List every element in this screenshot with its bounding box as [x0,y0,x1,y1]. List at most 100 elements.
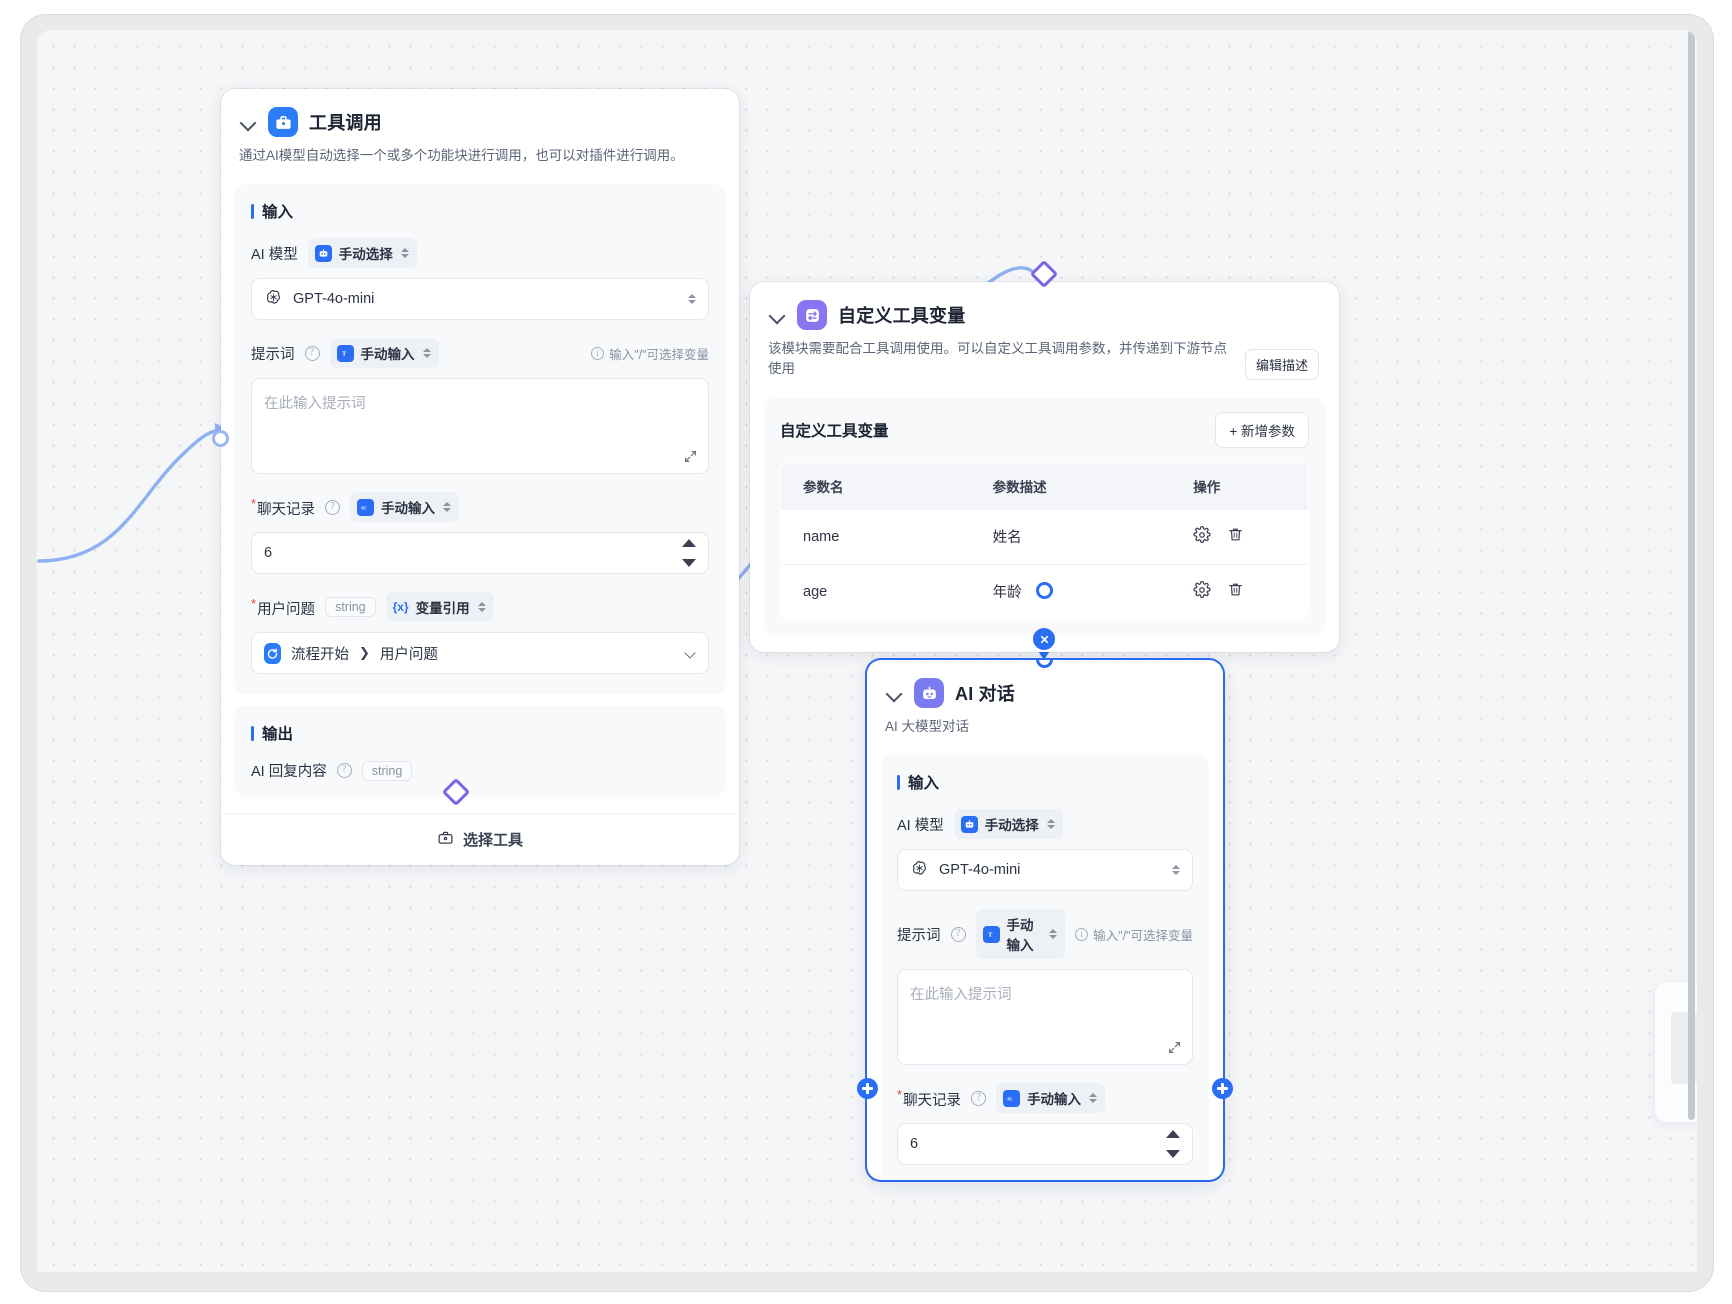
history-mode-select[interactable]: n: 手动输入 [350,492,460,523]
prompt-label: 提示词 [897,927,941,944]
node-tool-call[interactable]: 工具调用 通过AI模型自动选择一个或多个功能块进行调用，也可以对插件进行调用。 … [212,89,739,866]
model-label: AI 模型 [251,246,298,263]
output-help-icon[interactable]: ? [336,763,352,779]
node-title: AI 对话 [955,684,1016,704]
prompt-help-icon[interactable]: ? [950,926,966,942]
history-number-input[interactable]: 6 [897,1123,1193,1166]
col-actions: 操作 [1171,462,1308,509]
info-icon: i [591,346,605,360]
prompt-hint-text: 输入"/"可选择变量 [609,347,709,362]
input-section: 输入 AI 模型 手动选择 [235,184,725,695]
node-left-add-port-ai-chat[interactable] [857,1078,878,1099]
text-badge-icon: T [982,925,1000,943]
required-star: * [251,495,257,511]
chevron-updown-icon [400,246,409,260]
prompt-mode-label: 手动输入 [1006,918,1034,954]
history-help-icon[interactable]: ? [971,1090,987,1106]
history-value: 6 [910,1136,919,1153]
model-value-input[interactable]: GPT-4o-mini [251,278,709,321]
node-description: 该模块需要配合工具调用使用。可以自定义工具调用参数，并传递到下游节点使用 [768,341,1227,377]
flow-start-icon [264,642,281,664]
prompt-mode-select[interactable]: T 手动输入 [329,338,439,369]
history-label: *聊天记录 [251,495,316,518]
model-mode-select[interactable]: 手动选择 [307,238,417,269]
model-dropdown-icon[interactable] [687,292,696,306]
canvas-viewport[interactable]: 工具调用 通过AI模型自动选择一个或多个功能块进行调用，也可以对插件进行调用。 … [37,30,1697,1272]
node-input-port-tool-call[interactable] [212,430,229,447]
collapse-chevron-icon[interactable] [768,306,786,324]
prompt-textarea[interactable]: 在此输入提示词 [897,969,1193,1066]
toolbox-icon [268,107,298,137]
number-stepper[interactable] [1166,1130,1180,1159]
history-help-icon[interactable]: ? [325,499,341,515]
chevron-updown-icon [442,500,452,514]
question-label: *用户问题 [251,595,316,618]
model-mode-select[interactable]: 手动选择 [953,809,1063,840]
collapse-chevron-icon[interactable] [885,684,903,702]
node-ai-chat[interactable]: AI 对话 AI 大模型对话 输入 AI 模型 [867,660,1223,1180]
model-dropdown-icon[interactable] [1171,863,1180,877]
history-mode-select[interactable]: n: 手动输入 [996,1083,1106,1114]
col-param-name: 参数名 [781,462,971,509]
select-tool-button[interactable]: 选择工具 [221,813,739,865]
chevron-down-icon[interactable] [685,648,696,659]
cell-param-name: age [781,563,971,619]
chevron-updown-icon [477,600,486,614]
collapse-chevron-icon[interactable] [239,113,257,131]
prompt-placeholder: 在此输入提示词 [264,396,366,413]
chevron-updown-icon [1048,927,1058,941]
model-value-input[interactable]: GPT-4o-mini [897,849,1193,892]
chevron-updown-icon [1088,1091,1098,1105]
delete-edge-button[interactable] [1033,628,1055,650]
input-section-title: 输入 [897,771,1193,793]
svg-text:n:: n: [1007,1096,1012,1102]
svg-text:T: T [988,931,993,938]
history-value: 6 [264,545,273,562]
table-row: age 年龄 [781,563,1308,619]
question-variable-ref[interactable]: 流程开始 ❯ 用户问题 [251,632,709,675]
question-ref-field: 用户问题 [379,646,438,663]
model-field-row: AI 模型 手动选择 [251,238,709,269]
edit-description-button[interactable]: 编辑描述 [1244,348,1319,380]
prompt-textarea[interactable]: 在此输入提示词 [251,378,709,475]
text-badge-icon: T [336,344,354,362]
table-row: name 姓名 [781,508,1308,564]
output-field-row: AI 回复内容 ? string [251,760,709,781]
trash-icon[interactable] [1227,581,1244,602]
prompt-help-icon[interactable]: ? [304,345,320,361]
expand-icon[interactable] [1168,1041,1181,1054]
svg-text:T: T [342,350,347,357]
col-param-desc: 参数描述 [970,462,1172,509]
openai-icon [264,288,283,311]
prompt-mode-select[interactable]: T 手动输入 [975,909,1066,960]
required-star: * [897,1086,903,1102]
model-value-text: GPT-4o-mini [293,291,375,308]
node-header: 自定义工具变量 该模块需要配合工具调用使用。可以自定义工具调用参数，并传递到下游… [750,282,1339,392]
breadcrumb-separator-icon: ❯ [359,645,370,661]
variable-badge-icon: {x} [392,600,409,615]
history-mode-label: 手动输入 [381,501,436,517]
question-mode-select[interactable]: {x} 变量引用 [385,592,494,623]
node-right-add-port-ai-chat[interactable] [1212,1078,1233,1099]
required-star: * [251,595,257,611]
node-input-port-ai-chat[interactable] [1036,660,1053,668]
input-section: 输入 AI 模型 手动选择 [881,755,1209,1180]
input-section-title: 输入 [251,200,709,222]
question-field-row: *用户问题 string {x} 变量引用 [251,592,709,623]
gear-icon[interactable] [1193,580,1211,603]
robot-badge-icon [314,244,332,262]
info-icon: i [1075,927,1089,941]
history-mode-label: 手动输入 [1027,1092,1082,1108]
gear-icon[interactable] [1193,525,1211,548]
prompt-label: 提示词 [251,346,295,363]
vertical-scrollbar-track[interactable] [1686,30,1697,1272]
trash-icon[interactable] [1227,526,1244,547]
history-number-input[interactable]: 6 [251,532,709,575]
robot-icon [914,678,944,708]
add-param-button[interactable]: + 新增参数 [1215,411,1309,448]
expand-icon[interactable] [684,450,697,463]
question-type-tag: string [325,597,376,618]
vertical-scrollbar-thumb[interactable] [1688,30,1695,1120]
node-output-port-custom-var[interactable] [1036,582,1053,599]
number-stepper[interactable] [682,539,696,568]
